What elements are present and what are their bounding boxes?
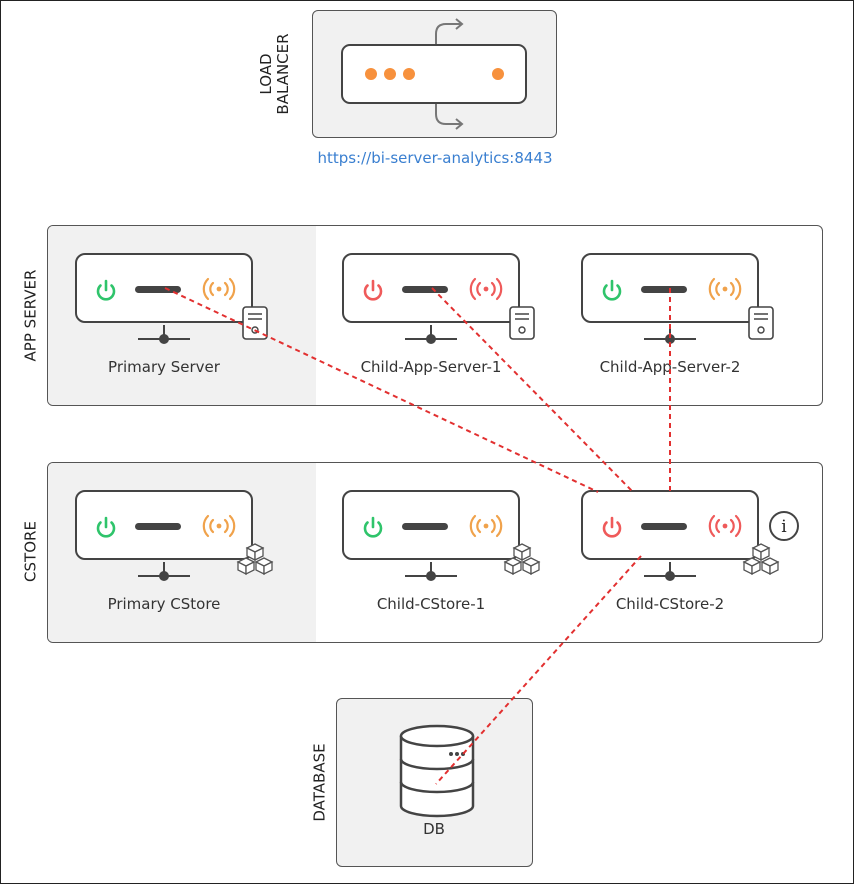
broadcast-icon	[708, 277, 742, 301]
indicator-dot	[384, 68, 396, 80]
broadcast-icon	[469, 514, 503, 538]
power-icon	[96, 279, 116, 301]
app-node-child-2-name: Child-App-Server-2	[599, 358, 741, 376]
cubes-icon	[236, 543, 274, 576]
load-balancer-box	[341, 44, 527, 104]
server-tower-icon	[242, 306, 268, 340]
broadcast-icon	[469, 277, 503, 301]
cubes-icon	[503, 543, 541, 576]
app-node-primary-server-name: Primary Server	[108, 358, 220, 376]
server-tower-icon	[748, 306, 774, 340]
cstore-node-child-2-name: Child-CStore-2	[615, 595, 725, 613]
broadcast-icon	[202, 514, 236, 538]
indicator-dot	[403, 68, 415, 80]
cstore-node-primary[interactable]	[75, 490, 253, 560]
link-child-app-server-1-to-cstore-2	[431, 287, 634, 493]
cstore-node-child-1[interactable]	[342, 490, 520, 560]
link-primary-server-to-cstore-2	[164, 287, 599, 493]
network-port-icon	[138, 325, 190, 344]
status-bar	[402, 286, 448, 293]
load-balancer-url[interactable]: https://bi-server-analytics:8443	[317, 149, 553, 167]
network-port-icon	[644, 562, 696, 581]
power-icon	[363, 516, 383, 538]
database-name: DB	[423, 820, 445, 838]
power-icon	[96, 516, 116, 538]
status-bar	[135, 286, 181, 293]
broadcast-icon	[708, 514, 742, 538]
app-node-primary-server[interactable]	[75, 253, 253, 323]
network-port-icon	[405, 562, 457, 581]
network-port-icon	[138, 562, 190, 581]
load-balancer-device[interactable]	[336, 18, 536, 130]
power-icon	[602, 279, 622, 301]
status-bar	[641, 523, 687, 530]
info-icon[interactable]: i	[768, 510, 800, 542]
network-port-icon	[405, 325, 457, 344]
svg-text:i: i	[781, 517, 787, 537]
status-bar	[641, 286, 687, 293]
status-bar	[135, 523, 181, 530]
link-cstore-2-to-db	[435, 555, 642, 785]
database-icon[interactable]	[398, 724, 476, 820]
cstore-node-primary-name: Primary CStore	[107, 595, 221, 613]
app-node-child-1[interactable]	[342, 253, 520, 323]
app-node-child-1-name: Child-App-Server-1	[360, 358, 502, 376]
broadcast-icon	[202, 277, 236, 301]
curved-arrow-icon	[435, 104, 462, 125]
server-tower-icon	[509, 306, 535, 340]
indicator-dot	[492, 68, 504, 80]
indicator-dot	[365, 68, 377, 80]
power-icon	[602, 516, 622, 538]
status-bar	[402, 523, 448, 530]
cubes-icon	[742, 543, 780, 576]
curved-arrow-icon	[435, 23, 462, 44]
cstore-node-child-1-name: Child-CStore-1	[376, 595, 486, 613]
network-port-icon	[644, 325, 696, 344]
power-icon	[363, 279, 383, 301]
